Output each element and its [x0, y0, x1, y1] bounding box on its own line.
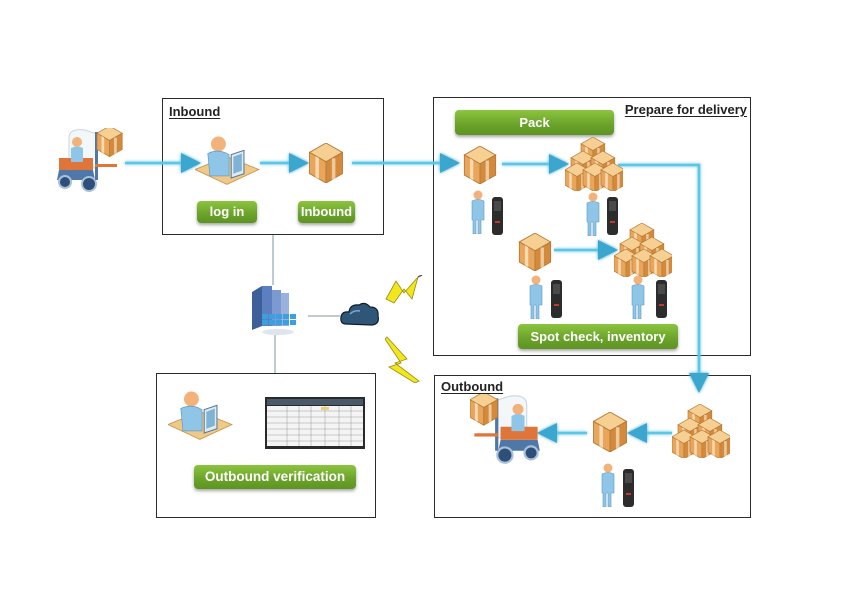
handheld-scanner-icon [551, 280, 562, 318]
inbound-title: Inbound [169, 104, 221, 119]
prepare-title: Prepare for delivery [624, 102, 747, 117]
handheld-scanner-icon [656, 280, 667, 318]
box-icon [518, 233, 552, 271]
box-icon [592, 412, 628, 452]
worker-at-desk-icon [168, 390, 233, 440]
wireless-lightning-icon [385, 336, 420, 383]
outbound-verification-step: Outbound verification [194, 465, 356, 489]
forklift-icon [470, 394, 541, 464]
log-in-step: log in [197, 201, 257, 223]
box-icon [309, 143, 343, 183]
pack-step: Pack [455, 110, 614, 135]
box-pile-icon [614, 223, 672, 277]
worker-icon [471, 190, 485, 234]
worker-icon [586, 192, 600, 236]
cloud-icon [340, 302, 379, 326]
flow-arrow-prepare-to-outbound [618, 163, 709, 393]
outbound-title: Outbound [441, 379, 504, 394]
worker-icon [631, 275, 645, 319]
handheld-scanner-icon [492, 197, 503, 235]
box-icon [463, 146, 497, 184]
server-icon [252, 286, 296, 335]
worker-at-desk-icon [195, 135, 260, 185]
forklift-icon [56, 128, 123, 192]
spot-check-inventory-step: Spot check, inventory [518, 324, 678, 349]
box-pile-icon [565, 137, 623, 191]
box-pile-icon [672, 404, 730, 458]
worker-icon [601, 463, 615, 507]
spreadsheet-screen-icon [265, 397, 365, 449]
worker-icon [529, 275, 543, 319]
wireless-lightning-icon [385, 275, 423, 304]
handheld-scanner-icon [623, 469, 634, 507]
inbound-step: Inbound [298, 201, 355, 223]
